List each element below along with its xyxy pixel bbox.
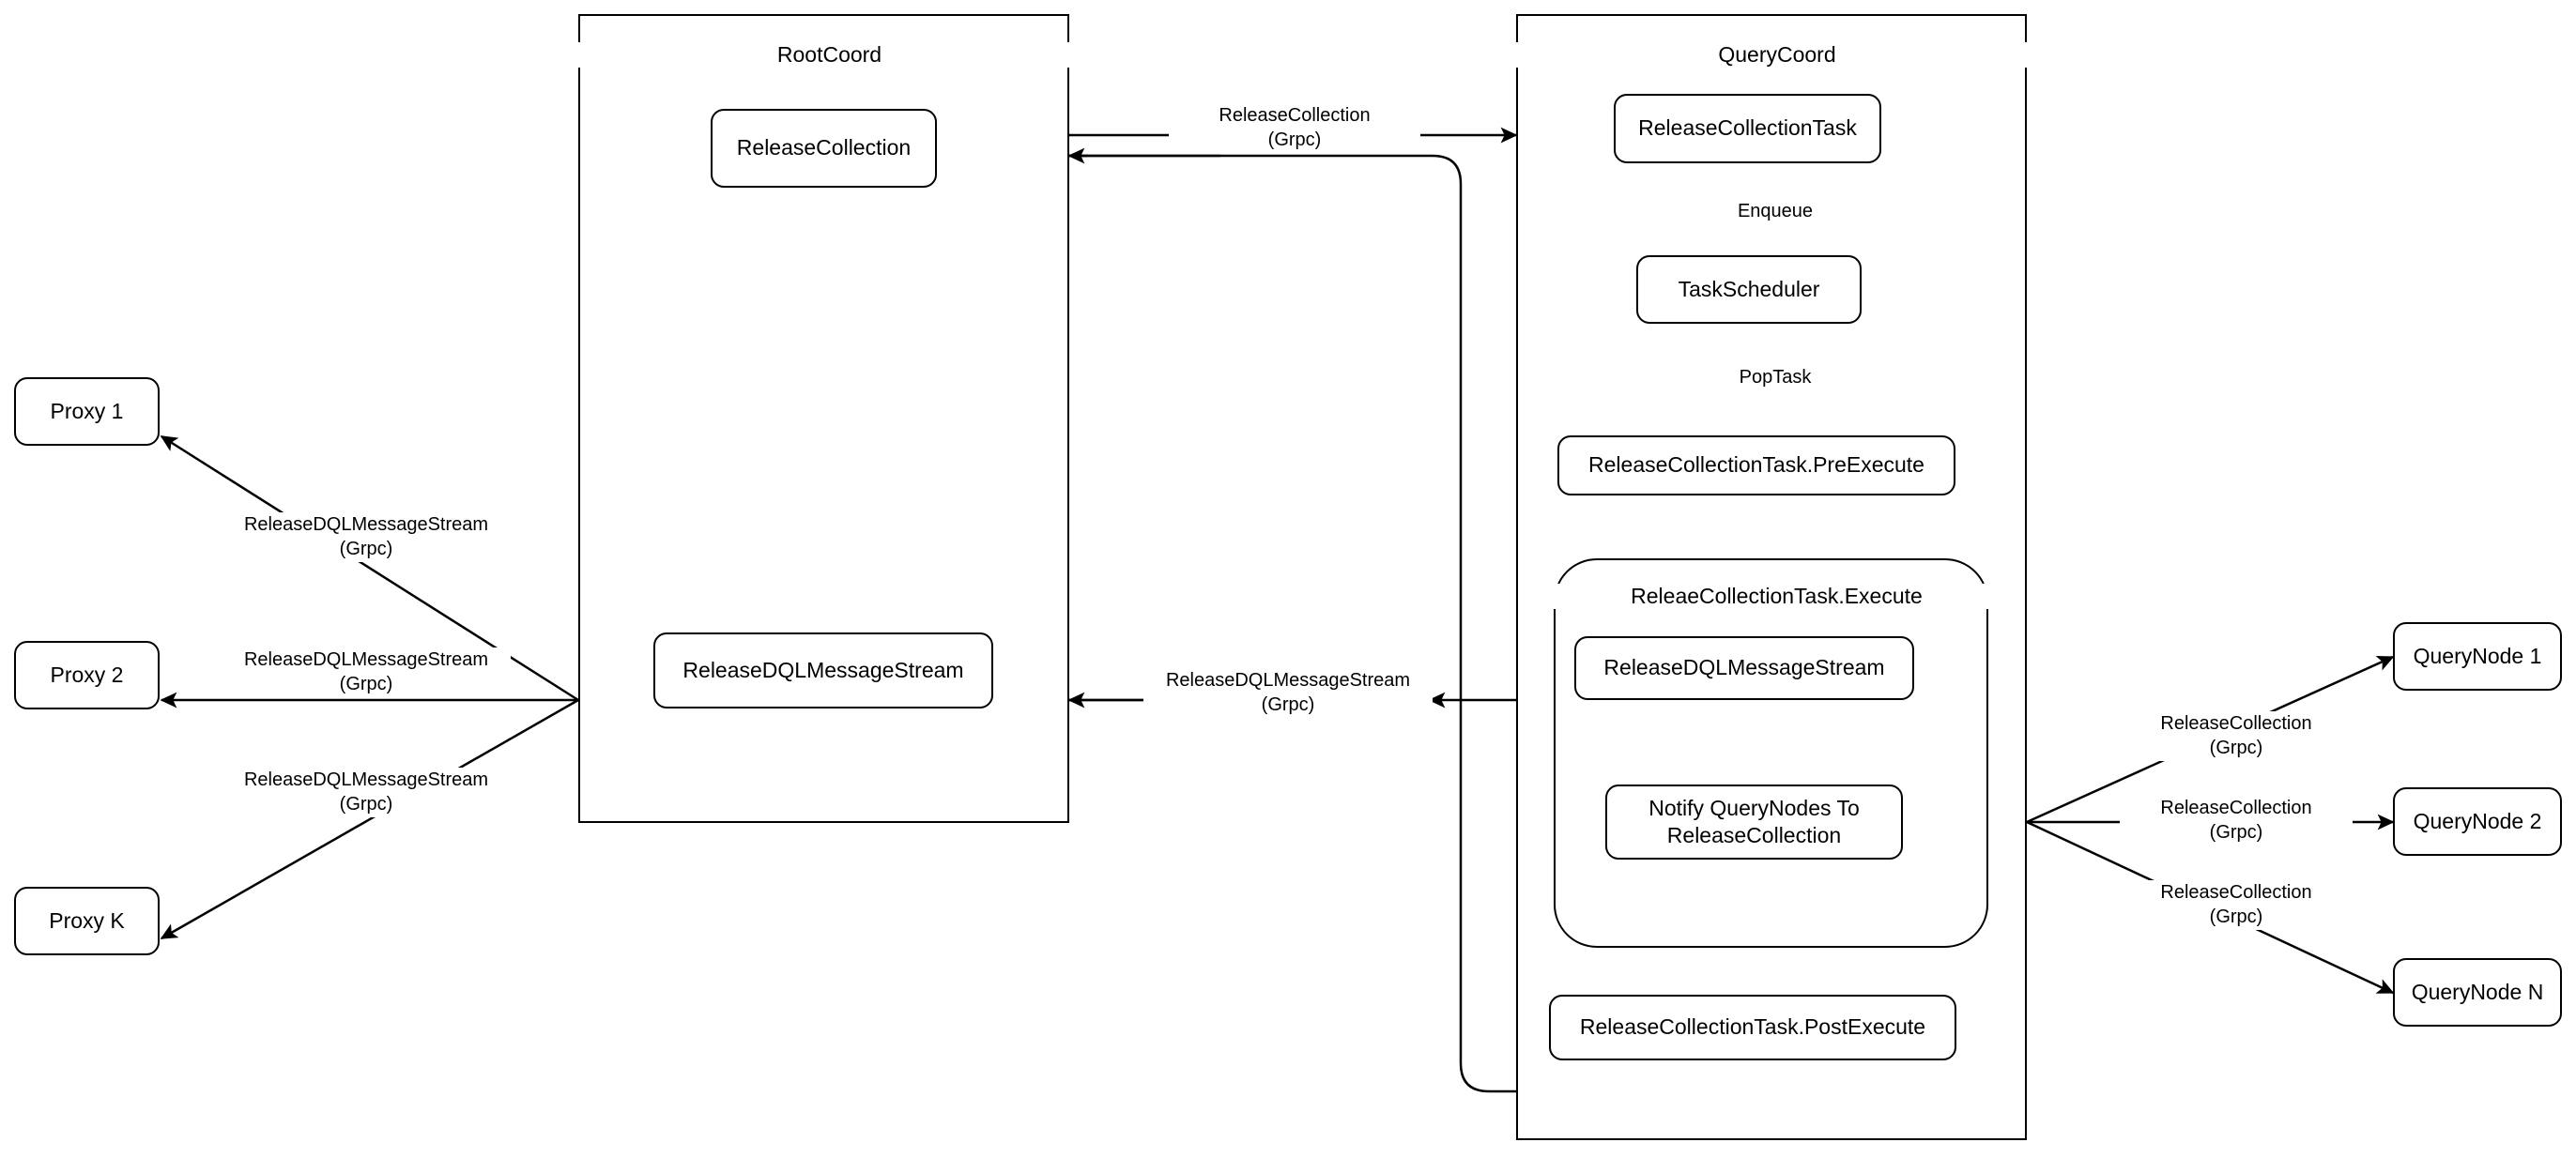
edge-label-proxy-2-grpc: ReleaseDQLMessageStream (Grpc) xyxy=(222,647,511,697)
node-task-scheduler[interactable]: TaskScheduler xyxy=(1636,255,1862,324)
container-title-querycoord: QueryCoord xyxy=(1516,42,2038,68)
edge-label-release-dql-grpc-mid: ReleaseDQLMessageStream (Grpc) xyxy=(1143,668,1433,718)
node-querynode-2[interactable]: QueryNode 2 xyxy=(2393,787,2562,856)
node-proxy-1[interactable]: Proxy 1 xyxy=(14,377,160,446)
node-notify-querynodes-label: Notify QueryNodes To ReleaseCollection xyxy=(1648,795,1860,847)
node-release-dql-message-stream-querycoord[interactable]: ReleaseDQLMessageStream xyxy=(1574,636,1914,700)
node-querynode-1[interactable]: QueryNode 1 xyxy=(2393,622,2562,691)
edge-label-proxy-1-grpc: ReleaseDQLMessageStream (Grpc) xyxy=(222,512,511,562)
edge-label-enqueue: Enqueue xyxy=(1687,199,1863,224)
node-pre-execute[interactable]: ReleaseCollectionTask.PreExecute xyxy=(1557,435,1955,495)
node-post-execute[interactable]: ReleaseCollectionTask.PostExecute xyxy=(1549,995,1956,1060)
edge-label-release-collection-grpc-top: ReleaseCollection (Grpc) xyxy=(1169,103,1420,153)
node-release-collection[interactable]: ReleaseCollection xyxy=(711,109,937,188)
edge-label-querynode-n-grpc: ReleaseCollection (Grpc) xyxy=(2120,880,2353,930)
container-title-execute: ReleaeCollectionTask.Execute xyxy=(1554,584,2000,609)
node-proxy-k[interactable]: Proxy K xyxy=(14,887,160,955)
node-release-collection-task[interactable]: ReleaseCollectionTask xyxy=(1614,94,1881,163)
container-title-rootcoord: RootCoord xyxy=(578,42,1081,68)
node-proxy-2[interactable]: Proxy 2 xyxy=(14,641,160,709)
node-querynode-n[interactable]: QueryNode N xyxy=(2393,958,2562,1027)
node-notify-querynodes[interactable]: Notify QueryNodes To ReleaseCollection xyxy=(1605,785,1903,860)
edge-label-pop-task: PopTask xyxy=(1687,365,1863,390)
edge-label-querynode-2-grpc: ReleaseCollection (Grpc) xyxy=(2120,796,2353,845)
edge-label-querynode-1-grpc: ReleaseCollection (Grpc) xyxy=(2120,711,2353,761)
node-release-dql-message-stream-rootcoord[interactable]: ReleaseDQLMessageStream xyxy=(653,632,993,708)
edge-label-proxy-k-grpc: ReleaseDQLMessageStream (Grpc) xyxy=(222,768,511,817)
container-execute xyxy=(1554,558,1988,948)
